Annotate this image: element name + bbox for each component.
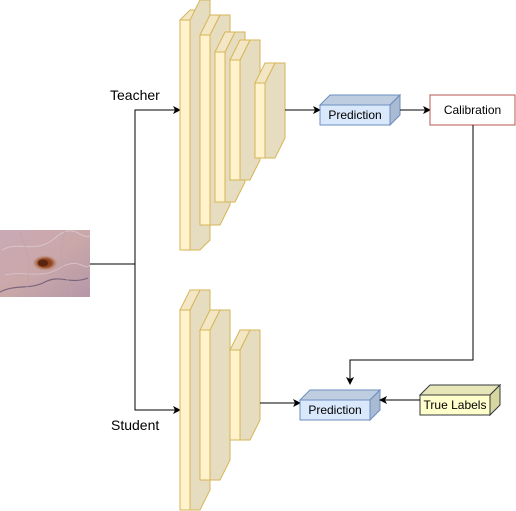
skin-lesion-image xyxy=(0,230,91,297)
teacher-prediction-label: Prediction xyxy=(328,108,381,122)
input-connector xyxy=(90,106,181,414)
student-prediction-node: Prediction xyxy=(298,388,382,422)
true-labels-node: True Labels xyxy=(418,383,502,417)
student-prediction-label: Prediction xyxy=(308,403,361,417)
teacher-layer-5 xyxy=(254,62,286,159)
true-labels-label: True Labels xyxy=(424,398,487,412)
calibration-node: Calibration xyxy=(429,94,516,126)
student-label: Student xyxy=(111,417,159,433)
student-layer-2 xyxy=(199,309,231,481)
calibration-to-student-prediction-edge xyxy=(346,125,474,385)
student-network xyxy=(179,289,261,511)
teacher-label: Teacher xyxy=(110,87,160,103)
teacher-prediction-node: Prediction xyxy=(318,93,402,127)
teacher-network xyxy=(178,0,286,252)
student-layer-3 xyxy=(229,329,261,441)
calibration-label: Calibration xyxy=(444,103,501,117)
